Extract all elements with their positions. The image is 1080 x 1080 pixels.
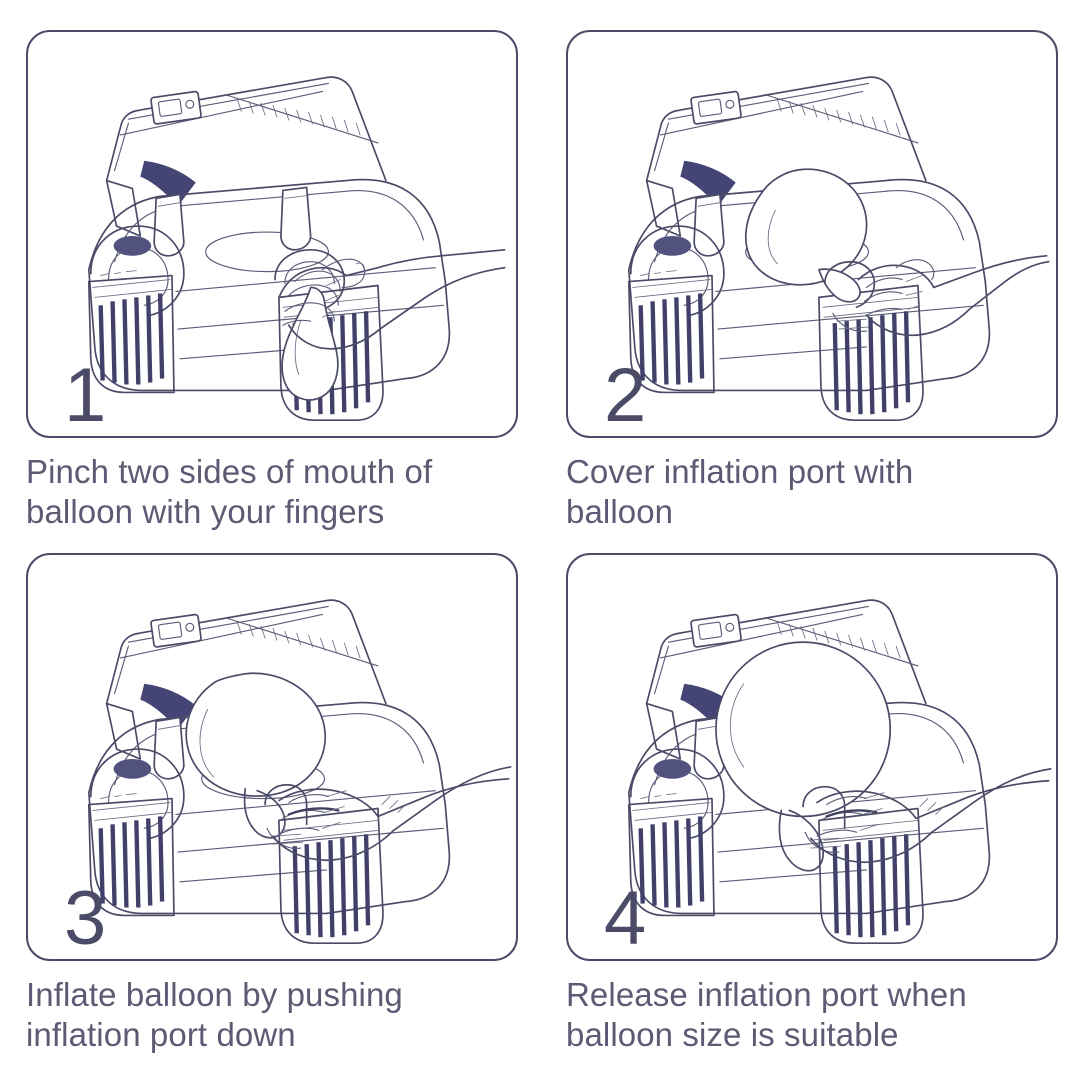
pump-device-4 — [627, 599, 991, 944]
vent-slots-left — [98, 816, 165, 908]
steps-grid: 1 Pinch two sides of mouth of balloon wi… — [26, 30, 1058, 1072]
vent-slots-right — [832, 834, 911, 938]
step-number-2: 2 — [604, 353, 647, 438]
step-caption-3: Inflate balloon by pushing inflation por… — [26, 976, 403, 1054]
illustration-step-2 — [627, 76, 1050, 421]
step-cell-4: 4 Release inflation port when balloon si… — [566, 553, 1058, 1072]
step-cell-1: 1 Pinch two sides of mouth of balloon wi… — [26, 30, 518, 549]
balloon-inflating-3 — [185, 672, 327, 839]
step-caption-4: Release inflation port when balloon size… — [566, 976, 967, 1054]
illustration-step-3 — [87, 599, 512, 944]
balloon-over-port-2 — [744, 168, 868, 303]
vent-slots-left — [638, 293, 705, 385]
step-cell-2: 2 Cover inflation port with balloon — [566, 30, 1058, 549]
step-caption-1: Pinch two sides of mouth of balloon with… — [26, 453, 433, 531]
vent-slots-left — [98, 293, 165, 385]
pump-device-1 — [87, 76, 451, 421]
step-panel-3: 3 — [26, 553, 518, 961]
pump-device-2 — [627, 76, 991, 421]
vent-slots-right — [292, 834, 371, 938]
step-panel-1: 1 — [26, 30, 518, 438]
hand-arm-1 — [278, 249, 506, 350]
step-cell-3: 3 Inflate balloon by pushing inflation p… — [26, 553, 518, 1072]
step-caption-2: Cover inflation port with balloon — [566, 453, 914, 531]
hand-arm-2 — [857, 254, 1050, 337]
hand-arm-4 — [810, 768, 1052, 864]
illustration-step-1 — [87, 76, 506, 421]
step-panel-4: 4 — [566, 553, 1058, 961]
illustration-step-4 — [627, 599, 1052, 944]
step-number-3: 3 — [64, 876, 107, 961]
balloon-inflated-4 — [715, 641, 892, 872]
step-panel-2: 2 — [566, 30, 1058, 438]
step-number-4: 4 — [604, 876, 647, 961]
vent-slots-right — [832, 311, 911, 415]
hand-arm-3 — [272, 766, 512, 862]
step-number-1: 1 — [64, 353, 107, 438]
inflation-port-released-4 — [802, 785, 846, 853]
vent-slots-left — [638, 816, 705, 908]
